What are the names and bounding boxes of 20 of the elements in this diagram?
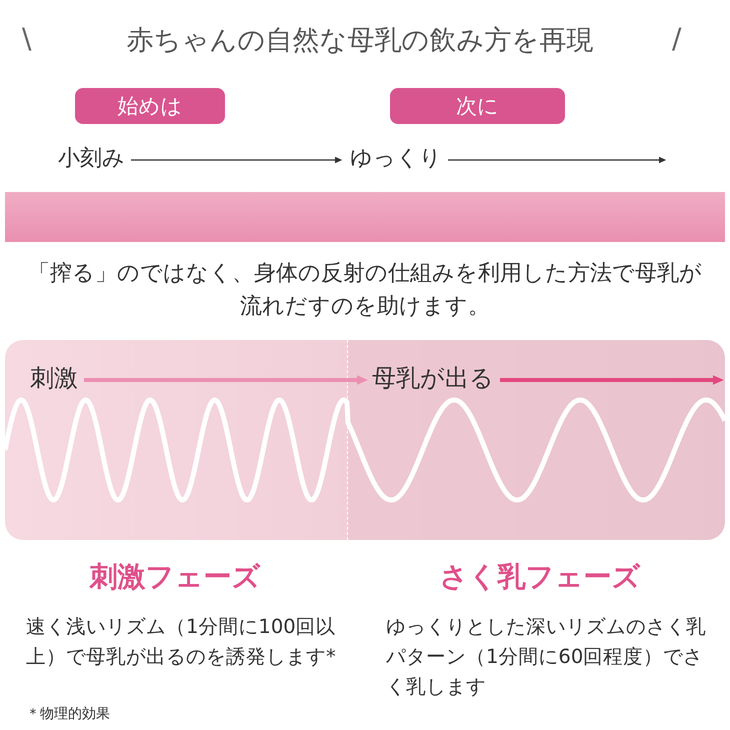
arrow [84, 375, 368, 385]
slash-mark: \ [22, 22, 32, 55]
phase-heading: 刺激フェーズ [88, 559, 262, 595]
arrow [448, 156, 666, 164]
arrow [500, 375, 724, 385]
phase-description: ゆっくりとした深いリズムのさく乳パターン（1分間に60回程度）でさく乳します [386, 614, 707, 700]
slash-mark: / [672, 22, 682, 55]
step-text: ゆっくり [350, 143, 442, 173]
phase-description: 速く浅いリズム（1分間に100回以上）で母乳が出るのを誘発します* [26, 614, 337, 670]
phase-heading: さく乳フェーズ [438, 559, 642, 595]
phase-text: 刺激 [30, 362, 78, 394]
phase-tag: 始めは [75, 88, 225, 124]
phase-tag: 次に [390, 88, 565, 124]
step-text: 小刻み [58, 143, 125, 173]
title: 赤ちゃんの自然な母乳の飲み方を再現 [126, 24, 594, 58]
arrow [131, 156, 342, 164]
phase-text: 母乳が出る [372, 362, 494, 394]
description-text: 「搾る」のではなく、身体の反射の仕組みを利用した方法で母乳が流れだすのを助けます。 [27, 260, 703, 321]
footnote: ＊物理的効果 [26, 705, 110, 723]
banner-bar [5, 192, 725, 242]
